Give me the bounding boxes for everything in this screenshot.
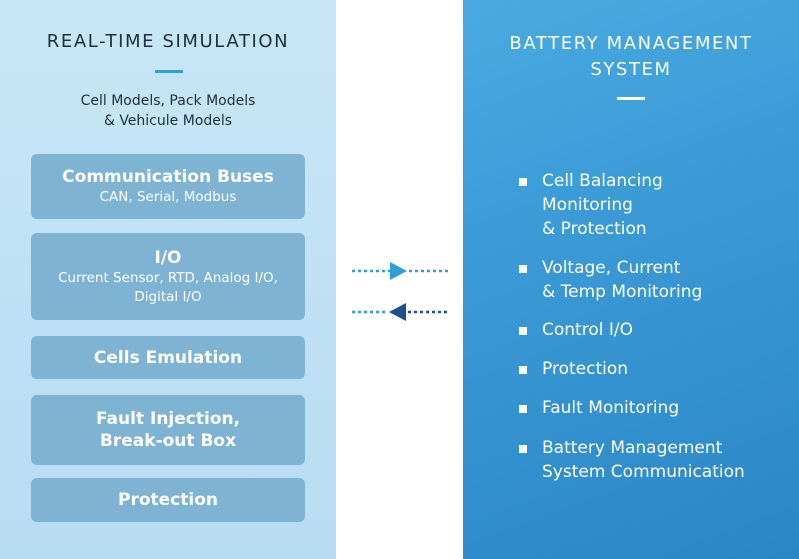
io-detail-line-2: Digital I/O [134, 288, 202, 305]
simulation-subtitle: Cell Models, Pack Models & Vehicule Mode… [0, 91, 336, 131]
feature-line: Battery Management [542, 438, 723, 458]
feature-text: Protection [542, 357, 792, 381]
simulation-subtitle-line-1: Cell Models, Pack Models [80, 93, 256, 109]
simulation-title: REAL-TIME SIMULATION [46, 31, 290, 52]
io-detail: Current Sensor, RTD, Analog I/O, Digital… [58, 269, 278, 307]
real-time-simulation-panel: REAL-TIME SIMULATION Cell Models, Pack M… [0, 0, 336, 559]
feature-line: Voltage, Current [542, 258, 681, 278]
io-box: I/O Current Sensor, RTD, Analog I/O, Dig… [31, 233, 305, 320]
cells-emulation-box: Cells Emulation [31, 336, 305, 379]
feature-line: Control I/O [542, 320, 633, 340]
square-bullet-icon [519, 178, 527, 186]
square-bullet-icon [519, 445, 527, 453]
right-arrow-icon [352, 262, 448, 280]
battery-management-system-panel: BATTERY MANAGEMENT SYSTEM Cell Balancing… [463, 0, 799, 559]
square-bullet-icon [519, 405, 527, 413]
feature-line: Cell Balancing [542, 171, 663, 191]
protection-title: Protection [118, 490, 218, 510]
feature-line: & Protection [542, 219, 647, 239]
feature-line: System Communication [542, 462, 745, 482]
fault-injection-title-line-2: Break-out Box [99, 431, 237, 451]
simulation-title-divider [155, 70, 183, 73]
square-bullet-icon [519, 327, 527, 335]
cells-emulation-title: Cells Emulation [93, 347, 243, 368]
feature-text: Voltage, Current & Temp Monitoring [542, 256, 792, 304]
io-title: I/O [154, 247, 182, 268]
communication-buses-detail: CAN, Serial, Modbus [99, 189, 237, 205]
feature-text: Battery Management System Communication [542, 436, 792, 484]
square-bullet-icon [519, 366, 527, 374]
data-exchange-arrows [352, 262, 448, 321]
protection-box: Protection [31, 478, 305, 522]
feature-text: Cell Balancing Monitoring & Protection [542, 169, 792, 241]
communication-buses-title: Communication Buses [62, 167, 274, 187]
feature-text: Fault Monitoring [542, 396, 792, 420]
io-detail-line-1: Current Sensor, RTD, Analog I/O, [58, 269, 278, 286]
feature-line: & Temp Monitoring [542, 282, 703, 302]
bms-title-divider [617, 97, 645, 100]
fault-injection-box: Fault Injection, Break-out Box [31, 395, 305, 465]
feature-line: Fault Monitoring [542, 398, 680, 418]
fault-injection-title-line-1: Fault Injection, [95, 409, 241, 429]
left-arrow-icon [352, 303, 448, 321]
square-bullet-icon [519, 265, 527, 273]
bms-title-line-1: BATTERY MANAGEMENT [509, 33, 753, 54]
feature-line: Protection [542, 359, 629, 379]
communication-buses-box: Communication Buses CAN, Serial, Modbus [31, 154, 305, 219]
bms-title: BATTERY MANAGEMENT SYSTEM [463, 31, 799, 83]
simulation-subtitle-line-2: & Vehicule Models [103, 113, 233, 129]
bms-title-line-2: SYSTEM [590, 59, 672, 80]
fault-injection-title: Fault Injection, Break-out Box [96, 408, 240, 452]
feature-text: Control I/O [542, 318, 792, 342]
feature-line: Monitoring [542, 195, 633, 215]
